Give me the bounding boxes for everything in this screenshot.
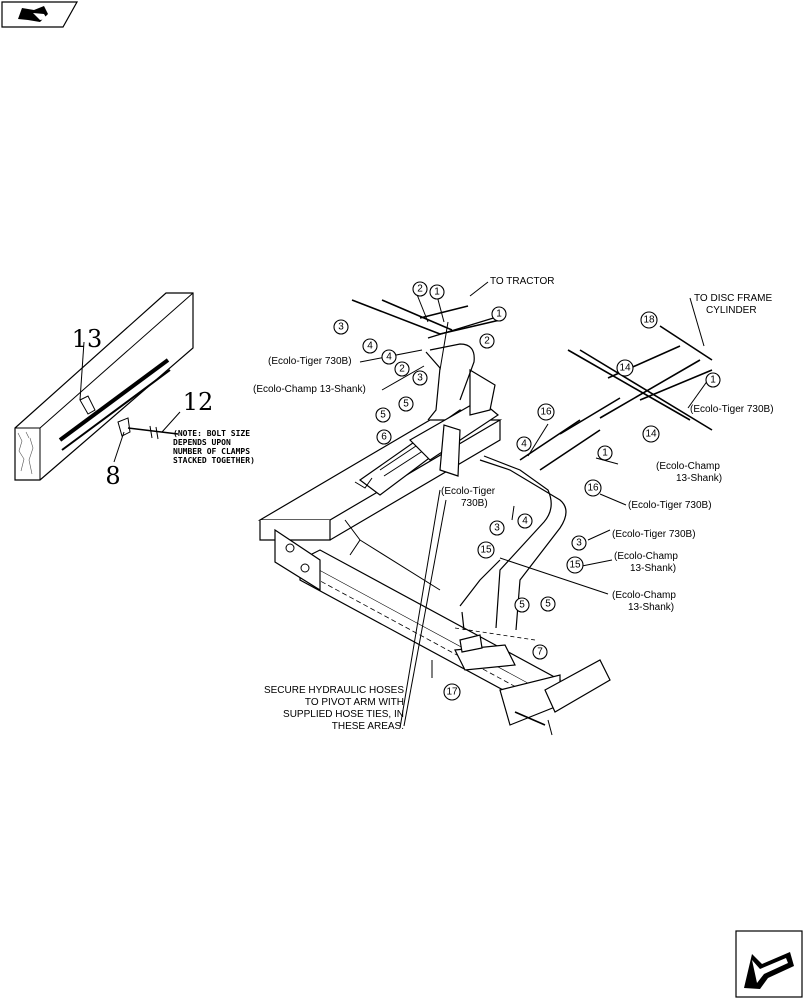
callout-2: 2 — [479, 333, 495, 349]
callout-5: 5 — [514, 597, 530, 613]
svg-text:1: 1 — [496, 309, 502, 320]
svg-text:1: 1 — [602, 448, 608, 459]
svg-text:14: 14 — [645, 429, 657, 440]
svg-text:5: 5 — [403, 399, 409, 410]
leader-lines — [359, 281, 709, 729]
inset-callout-8: 8 — [105, 462, 120, 490]
ecolo-champ-label: 13-Shank) — [628, 602, 674, 613]
callout-3: 3 — [489, 520, 505, 536]
ecolo-champ-label: 13-Shank) — [676, 473, 722, 484]
ecolo-champ-label: (Ecolo-Champ — [612, 590, 676, 601]
svg-text:5: 5 — [380, 410, 386, 421]
callout-3: 3 — [333, 319, 349, 335]
ecolo-champ-label: (Ecolo-Champ 13-Shank) — [253, 384, 366, 395]
ecolo-tiger-label: (Ecolo-Tiger 730B) — [690, 404, 774, 415]
callout-15: 15 — [477, 541, 495, 559]
callout-1: 1 — [705, 372, 721, 388]
svg-text:3: 3 — [576, 538, 582, 549]
cylinder-label: CYLINDER — [706, 305, 757, 316]
callout-4: 4 — [381, 349, 397, 365]
secure-hoses-note-line2: TO PIVOT ARM WITH — [305, 697, 404, 708]
hydraulic-cylinder-lower — [431, 627, 536, 678]
svg-text:14: 14 — [619, 363, 631, 374]
callout-4: 4 — [516, 436, 532, 452]
callout-14: 14 — [642, 425, 660, 443]
callout-5: 5 — [375, 407, 391, 423]
svg-text:2: 2 — [484, 336, 490, 347]
callout-2: 2 — [412, 281, 428, 297]
svg-text:3: 3 — [417, 373, 423, 384]
svg-text:16: 16 — [587, 483, 599, 494]
parts-book-icon[interactable] — [1, 1, 79, 28]
svg-text:15: 15 — [480, 545, 492, 556]
ecolo-tiger-label: (Ecolo-Tiger 730B) — [268, 356, 352, 367]
bolt-note-line1: (NOTE: BOLT SIZE — [173, 429, 250, 438]
svg-text:3: 3 — [494, 523, 500, 534]
callout-3: 3 — [571, 535, 587, 551]
svg-text:15: 15 — [569, 560, 581, 571]
svg-text:4: 4 — [386, 352, 392, 363]
callout-18: 18 — [640, 311, 658, 329]
svg-text:2: 2 — [417, 284, 423, 295]
callout-16: 16 — [584, 479, 602, 497]
svg-text:4: 4 — [367, 341, 373, 352]
clamp-inset: 13 12 8 (NOTE: BOLT SIZE DEPENDS UPON NU… — [14, 292, 255, 490]
callout-3: 3 — [412, 370, 428, 386]
hydraulic-cylinder-upper — [354, 368, 500, 496]
callout-2: 2 — [394, 361, 410, 377]
svg-text:16: 16 — [540, 407, 552, 418]
callout-17: 17 — [443, 683, 461, 701]
svg-text:5: 5 — [545, 599, 551, 610]
inset-callout-13: 13 — [72, 325, 103, 353]
bolt-note-line2: DEPENDS UPON — [173, 438, 231, 447]
ecolo-tiger-label: (Ecolo-Tiger 730B) — [628, 500, 712, 511]
ecolo-tiger-label: 730B) — [461, 498, 488, 509]
callout-5: 5 — [540, 596, 556, 612]
callout-1: 1 — [597, 445, 613, 461]
svg-text:1: 1 — [710, 375, 716, 386]
callout-1: 1 — [429, 284, 445, 300]
callout-4: 4 — [517, 513, 533, 529]
callout-4: 4 — [362, 338, 378, 354]
svg-text:18: 18 — [643, 315, 655, 326]
svg-text:4: 4 — [521, 439, 527, 450]
to-disc-frame-label: TO DISC FRAME — [694, 293, 772, 304]
ecolo-tiger-label: (Ecolo-Tiger — [441, 486, 496, 497]
svg-text:7: 7 — [537, 647, 543, 658]
svg-text:3: 3 — [338, 322, 344, 333]
to-tractor-label: TO TRACTOR — [490, 276, 554, 287]
callout-5: 5 — [398, 396, 414, 412]
diagram-labels: TO TRACTOR TO DISC FRAME CYLINDER (Ecolo… — [253, 276, 774, 732]
secure-hoses-note-line3: SUPPLIED HOSE TIES, IN — [283, 709, 404, 720]
secure-hoses-note-line4: THESE AREAS. — [332, 721, 404, 732]
bolt-note-line3: NUMBER OF CLAMPS — [173, 447, 250, 456]
secure-hoses-note-line1: SECURE HYDRAULIC HOSES — [264, 685, 404, 696]
callout-1: 1 — [491, 306, 507, 322]
hoses — [351, 299, 713, 631]
svg-text:1: 1 — [434, 287, 440, 298]
callout-6: 6 — [376, 429, 392, 445]
inset-callout-12: 12 — [183, 388, 214, 416]
bolt-note-line4: STACKED TOGETHER) — [173, 456, 255, 465]
callouts: 1 1 1 1 2 2 2 3 3 3 3 4 4 4 4 5 5 5 5 6 … — [333, 281, 721, 701]
svg-text:17: 17 — [446, 687, 458, 698]
callout-15: 15 — [566, 556, 584, 574]
ecolo-champ-label: (Ecolo-Champ — [614, 551, 678, 562]
svg-text:6: 6 — [381, 432, 387, 443]
callout-7: 7 — [532, 644, 548, 660]
svg-text:4: 4 — [522, 516, 528, 527]
svg-text:2: 2 — [399, 364, 405, 375]
ecolo-champ-label: (Ecolo-Champ — [656, 461, 720, 472]
ecolo-champ-label: 13-Shank) — [630, 563, 676, 574]
next-page-arrow-icon[interactable] — [735, 930, 803, 998]
ecolo-tiger-label: (Ecolo-Tiger 730B) — [612, 529, 696, 540]
callout-16: 16 — [537, 403, 555, 421]
callout-14: 14 — [616, 359, 634, 377]
svg-text:5: 5 — [519, 600, 525, 611]
